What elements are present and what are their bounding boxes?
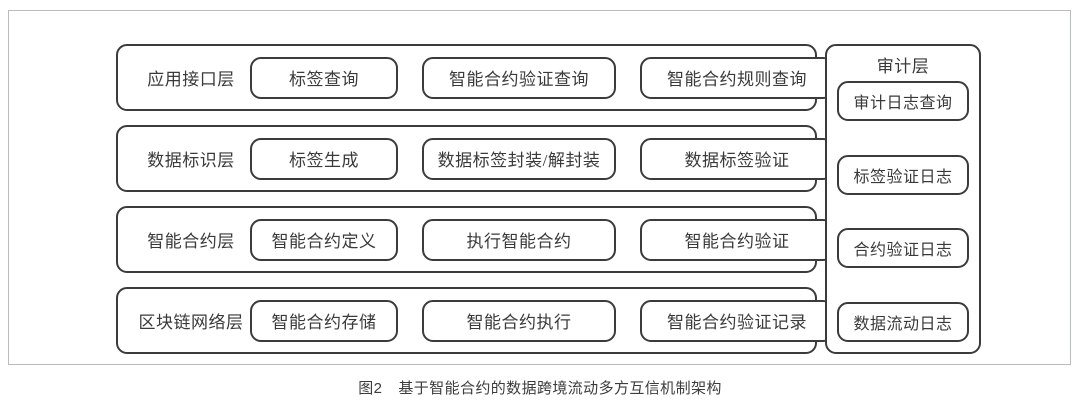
module-box[interactable]: 智能合约规则查询 — [640, 56, 834, 99]
module-box[interactable]: 智能合约存储 — [250, 299, 398, 342]
audit-module-box[interactable]: 审计日志查询 — [837, 81, 969, 121]
module-box[interactable]: 智能合约执行 — [422, 299, 616, 342]
layer-label-application-interface: 应用接口层 — [147, 70, 235, 89]
layer-label-blockchain-network: 区块链网络层 — [138, 313, 244, 332]
layer-label-data-identification: 数据标识层 — [147, 151, 235, 170]
module-box[interactable]: 数据标签验证 — [640, 137, 834, 180]
layer-label-smart-contract: 智能合约层 — [147, 232, 235, 251]
module-box[interactable]: 智能合约定义 — [250, 218, 398, 261]
layer-items-data-identification: 标签生成 数据标签封装/解封装 数据标签验证 — [250, 127, 847, 190]
audit-module-box[interactable]: 标签验证日志 — [837, 154, 969, 195]
layer-items-blockchain-network: 智能合约存储 智能合约执行 智能合约验证记录 — [250, 289, 847, 352]
module-box[interactable]: 标签生成 — [250, 137, 398, 180]
architecture-layer-stack: 应用接口层 标签查询 智能合约验证查询 智能合约规则查询 数据标识层 标签生成 … — [116, 44, 834, 354]
module-box[interactable]: 执行智能合约 — [422, 218, 616, 261]
layer-items-smart-contract: 智能合约定义 执行智能合约 智能合约验证 — [250, 208, 847, 271]
layer-row-application-interface: 应用接口层 标签查询 智能合约验证查询 智能合约规则查询 — [116, 44, 834, 111]
audit-layer-items: 审计日志查询 标签验证日志 合约验证日志 数据流动日志 — [837, 81, 969, 343]
module-box[interactable]: 智能合约验证 — [640, 218, 834, 261]
figure-caption: 图2 基于智能合约的数据跨境流动多方互信机制架构 — [0, 377, 1080, 398]
figure-caption-text: 基于智能合约的数据跨境流动多方互信机制架构 — [398, 380, 722, 397]
module-box[interactable]: 智能合约验证查询 — [422, 56, 616, 99]
module-box[interactable]: 智能合约验证记录 — [640, 299, 834, 342]
audit-layer-title: 审计层 — [876, 57, 930, 76]
layer-items-application-interface: 标签查询 智能合约验证查询 智能合约规则查询 — [250, 46, 847, 109]
audit-layer-panel: 审计层 审计日志查询 标签验证日志 合约验证日志 数据流动日志 — [825, 44, 981, 354]
figure-caption-number: 图2 — [358, 380, 383, 397]
layer-row-data-identification: 数据标识层 标签生成 数据标签封装/解封装 数据标签验证 — [116, 125, 834, 192]
figure-outer-frame: 应用接口层 标签查询 智能合约验证查询 智能合约规则查询 数据标识层 标签生成 … — [8, 10, 1071, 365]
layer-row-smart-contract: 智能合约层 智能合约定义 执行智能合约 智能合约验证 — [116, 206, 834, 273]
audit-module-box[interactable]: 数据流动日志 — [837, 301, 969, 342]
audit-module-box[interactable]: 合约验证日志 — [837, 228, 969, 269]
module-box[interactable]: 数据标签封装/解封装 — [422, 137, 616, 180]
module-box[interactable]: 标签查询 — [250, 56, 398, 99]
layer-row-blockchain-network: 区块链网络层 智能合约存储 智能合约执行 智能合约验证记录 — [116, 287, 834, 354]
